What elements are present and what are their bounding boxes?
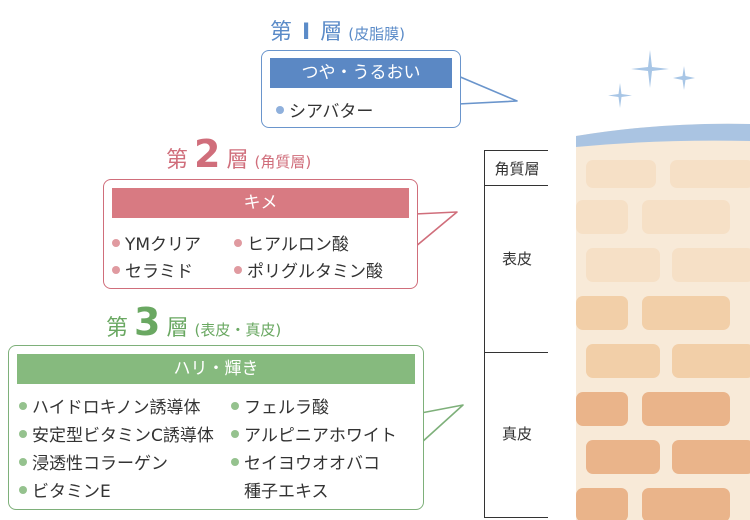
ingredient-label: 安定型ビタミンC誘導体 — [32, 426, 214, 446]
bullet-icon — [112, 238, 120, 247]
layer-2-bar: キメ — [112, 188, 409, 218]
layer-1-word: 第 — [270, 20, 293, 45]
ingredient-label: アルピニアホワイト — [244, 426, 397, 446]
bullet-icon — [112, 265, 120, 274]
list-item: セラミド — [112, 257, 193, 282]
list-item: アルピニアホワイト — [231, 421, 397, 446]
list-item: ヒアルロン酸 — [234, 230, 349, 255]
list-item: ビタミンE — [19, 477, 111, 502]
layer-3-number: 3 — [134, 300, 161, 344]
list-item: 安定型ビタミンC誘導体 — [19, 421, 214, 446]
layer-2-number: 2 — [194, 132, 221, 176]
bullet-icon — [234, 265, 242, 274]
layer-1-bar: つや・うるおい — [270, 58, 452, 88]
ingredient-label: シアバター — [289, 102, 374, 122]
bullet-icon — [19, 429, 27, 438]
skin-layers-illustration — [576, 50, 750, 520]
bubble-2-tail — [414, 211, 458, 248]
bullet-icon — [234, 238, 242, 247]
layer-3-heading: 第 3 層 (表皮・真皮) — [106, 300, 281, 344]
layer-1-number: Ⅰ — [302, 20, 311, 45]
bullet-icon — [231, 401, 239, 410]
row-label-dermis: 真皮 — [501, 425, 532, 443]
layer-3-word: 第 — [106, 316, 129, 341]
sparkle-icon — [608, 50, 695, 108]
list-item-continuation: 種子エキス — [244, 477, 329, 502]
ingredient-label: ハイドロキノン誘導体 — [32, 398, 201, 418]
list-item: ポリグルタミン酸 — [234, 257, 383, 282]
list-item: フェルラ酸 — [231, 393, 329, 418]
table-rule — [484, 150, 548, 152]
ingredient-label: 種子エキス — [244, 482, 329, 502]
table-rule — [484, 185, 548, 187]
table-rule — [484, 352, 548, 354]
ingredient-label: ヒアルロン酸 — [247, 235, 349, 255]
ingredient-label: ビタミンE — [32, 482, 111, 502]
row-label-epidermis: 表皮 — [501, 250, 532, 268]
ingredient-label: ポリグルタミン酸 — [247, 262, 383, 282]
layer-1-bubble: つや・うるおい シアバター — [261, 50, 461, 128]
layer-3-suffix: 層 — [166, 316, 189, 341]
bullet-icon — [276, 105, 284, 114]
row-label-stratum-corneum: 角質層 — [494, 160, 540, 178]
layer-1-suffix: 層 — [320, 20, 343, 45]
ingredient-label: セイヨウオオバコ — [244, 454, 380, 474]
bullet-icon — [231, 429, 239, 438]
ingredient-label: フェルラ酸 — [244, 398, 329, 418]
bullet-icon — [231, 457, 239, 466]
ingredient-label: YMクリア — [125, 235, 202, 255]
layer-1-subtitle: (皮脂膜) — [348, 25, 405, 43]
list-item: ハイドロキノン誘導体 — [19, 393, 200, 418]
layer-2-heading: 第 2 層 (角質層) — [166, 132, 311, 176]
ingredient-label: セラミド — [125, 262, 193, 282]
layer-2-suffix: 層 — [226, 148, 249, 173]
layer-2-word: 第 — [166, 148, 189, 173]
layer-2-bubble: キメ YMクリア セラミド ヒアルロン酸 ポリグルタミン酸 — [103, 179, 418, 289]
layer-3-bubble: ハリ・輝き ハイドロキノン誘導体 安定型ビタミンC誘導体 浸透性コラーゲン ビタ… — [8, 345, 424, 510]
layer-3-subtitle: (表皮・真皮) — [194, 321, 282, 339]
list-item: YMクリア — [112, 230, 201, 255]
list-item: 浸透性コラーゲン — [19, 449, 168, 474]
list-item: シアバター — [276, 97, 373, 122]
bubble-3-tail — [420, 404, 464, 444]
layer-1-heading: 第 Ⅰ 層 (皮脂膜) — [270, 14, 405, 46]
bullet-icon — [19, 401, 27, 410]
bubble-1-tail — [457, 75, 518, 105]
layer-3-bar: ハリ・輝き — [17, 354, 415, 384]
table-left-border — [484, 150, 486, 518]
table-rule — [484, 517, 548, 519]
list-item: セイヨウオオバコ — [231, 449, 380, 474]
ingredient-label: 浸透性コラーゲン — [32, 454, 168, 474]
bullet-icon — [19, 485, 27, 494]
bullet-icon — [19, 457, 27, 466]
layer-2-subtitle: (角質層) — [254, 153, 312, 171]
